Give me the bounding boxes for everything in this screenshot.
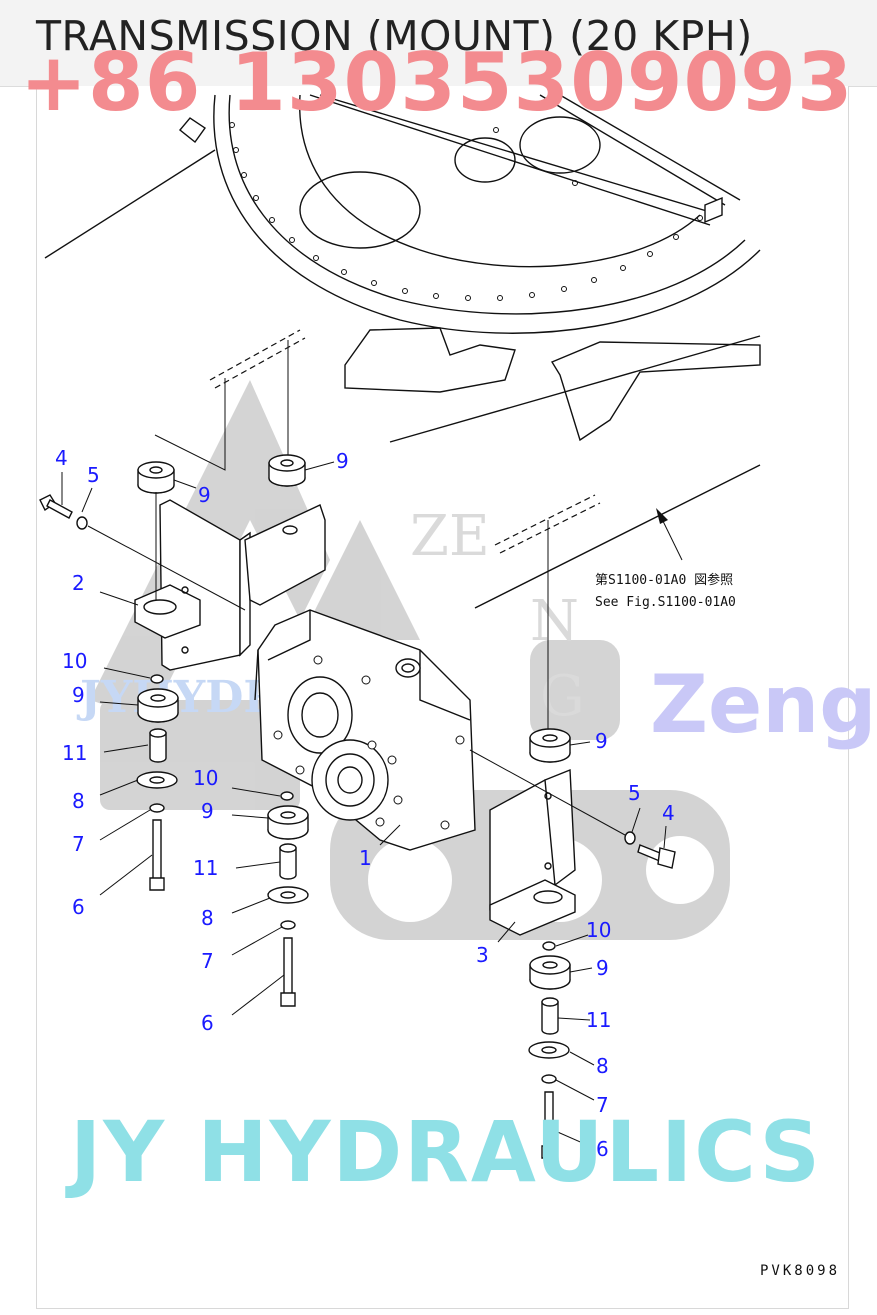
watermark-g: G: [540, 664, 585, 729]
callout-8: 8: [201, 906, 214, 930]
transmission-body: [254, 609, 476, 851]
left-mount-bracket: [134, 499, 326, 671]
callout-4: 4: [55, 446, 68, 470]
phone-watermark: +86 13035309093: [20, 36, 854, 129]
callout-6: 6: [596, 1137, 609, 1161]
bolt-washer-left: [39, 494, 246, 611]
mount-stack-right: [528, 728, 571, 1159]
mount-stack-middle: [267, 791, 309, 1007]
watermark-zeng: Zeng: [650, 658, 876, 751]
callout-4: 4: [662, 801, 675, 825]
callout-9: 9: [201, 799, 214, 823]
callout-3: 3: [476, 943, 489, 967]
callout-5: 5: [628, 781, 641, 805]
callout-10: 10: [586, 918, 611, 942]
mount-stack-left: [136, 674, 179, 891]
footer-brand-watermark: JY HYDRAULICS: [70, 1103, 822, 1201]
callout-1: 1: [359, 846, 372, 870]
callout-9: 9: [198, 483, 211, 507]
dashed-mount-planes: [154, 329, 601, 745]
callout-5: 5: [87, 463, 100, 487]
watermark-n: N: [530, 589, 579, 654]
callout-2: 2: [72, 571, 85, 595]
callout-9: 9: [72, 683, 85, 707]
reference-note-en: See Fig.S1100-01A0: [595, 595, 736, 610]
page-title: TRANSMISSION (MOUNT) (20 KPH): [36, 12, 753, 60]
frame-ring-assembly: [44, 94, 761, 609]
callout-11: 11: [586, 1008, 611, 1032]
callout-8: 8: [72, 789, 85, 813]
callout-6: 6: [201, 1011, 214, 1035]
callout-9: 9: [596, 956, 609, 980]
callout-8: 8: [596, 1054, 609, 1078]
callout-11: 11: [62, 741, 87, 765]
reference-note-jp: 第S1100-01A0 図参照: [595, 572, 733, 588]
right-mount-bracket: [489, 768, 576, 936]
drawing-code: PVK8098: [760, 1263, 840, 1279]
reference-arrow: [656, 508, 683, 561]
callout-leaders: [61, 461, 667, 1149]
bolt-washer-right: [469, 749, 676, 869]
callout-6: 6: [72, 895, 85, 919]
callout-labels: 4 5 2 10 9 11 8 7 6 9 9 10 9 11 8 7 6 1 …: [55, 446, 675, 1161]
callout-7: 7: [72, 832, 85, 856]
callout-7: 7: [596, 1093, 609, 1117]
watermark-ze: ZE: [410, 504, 490, 569]
callout-7: 7: [201, 949, 214, 973]
mount-stack-upper-left: [137, 454, 306, 600]
callout-9: 9: [595, 729, 608, 753]
callout-9: 9: [336, 449, 349, 473]
callout-10: 10: [193, 766, 218, 790]
callout-11: 11: [193, 856, 218, 880]
header-bar: TRANSMISSION (MOUNT) (20 KPH): [0, 0, 877, 87]
callout-10: 10: [62, 649, 87, 673]
